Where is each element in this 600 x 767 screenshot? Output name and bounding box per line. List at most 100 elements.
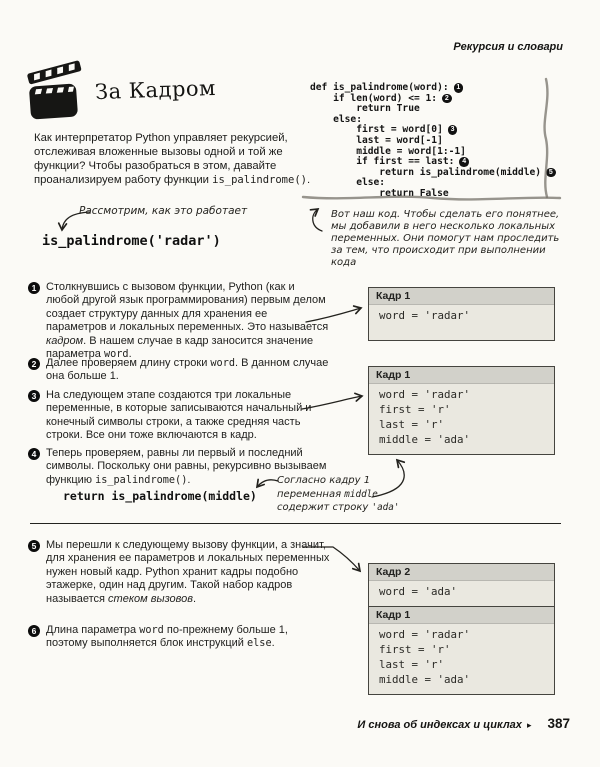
step-number-badge: 3 — [28, 390, 40, 402]
frame-variable: first = 'r' — [379, 403, 451, 416]
text-run: Согласно кадру 1 переменная — [277, 475, 371, 500]
step-item-6: 6 Длина параметра word по-прежнему больш… — [28, 624, 330, 651]
code-line: last = word[-1] — [310, 134, 556, 147]
frame-box-word: Кадр 1 word = 'radar' — [368, 287, 555, 341]
code-text: middle = word[1:-1] — [310, 145, 466, 157]
frame-variable: word = 'radar' — [379, 309, 471, 322]
step-text: Далее проверяем длину строки word. В дан… — [46, 357, 330, 384]
stack-frame-2: Кадр 2 word = 'ada' — [368, 563, 555, 607]
code-line: middle = word[1:-1] — [310, 145, 556, 158]
code-line: return False — [310, 187, 556, 200]
annotation-consider: Рассмотрим, как это работает — [79, 205, 248, 217]
arrow-note-to-code — [309, 208, 323, 232]
text-run: Далее проверяем длину строки — [46, 357, 211, 369]
footer-section-title: И снова об индексах и циклах — [357, 719, 522, 731]
frame-variable: last = 'r' — [379, 657, 445, 671]
step-number-badge: 5 — [28, 540, 40, 552]
text-run: else — [246, 638, 272, 650]
text-run: . — [187, 473, 191, 486]
code-line: return is_palindrome(middle)5 — [310, 167, 556, 179]
code-line: else: — [310, 113, 556, 126]
frame-title: Кадр 1 — [369, 288, 554, 305]
intro-paragraph: Как интерпретатор Python управляет рекур… — [34, 131, 317, 187]
code-line: if len(word) <= 1:2 — [310, 93, 556, 105]
text-run: На следующем этапе создаются три локальн… — [46, 389, 312, 442]
text-run: . В данном случае она больше 1. — [46, 357, 329, 383]
text-run: кадром — [46, 334, 84, 347]
stack-frame-1: Кадр 1 word = 'radar'first = 'r'last = '… — [368, 605, 555, 695]
annotation-frame-note: Согласно кадру 1 переменная middle содер… — [277, 474, 431, 515]
code-line: else: — [310, 178, 556, 189]
chapter-title: Рекурсия и словари — [453, 41, 563, 53]
step-text: Столкнувшись с вызовом функции, Python (… — [46, 281, 330, 361]
frame-variable: word = 'radar' — [379, 627, 471, 641]
code-step-badge: 5 — [546, 167, 556, 178]
code-text: last = word[-1] — [310, 134, 443, 146]
text-run: Столкнувшись с вызовом функции, Python (… — [46, 281, 329, 334]
text-run: Длина параметра — [46, 624, 140, 636]
code-text: first = word[0] — [310, 124, 443, 136]
frame-title: Кадр 2 — [369, 564, 554, 581]
frame-variables: word = 'radar'first = 'r'last = 'r'middl… — [369, 384, 554, 454]
code-text: def is_palindrome(word): — [310, 82, 449, 93]
code-line: def is_palindrome(word): 1 — [310, 82, 556, 94]
text-run: is_palindrome() — [95, 474, 188, 486]
frame-variables: word = 'radar'first = 'r'last = 'r'middl… — [369, 624, 554, 694]
frame-title: Кадр 1 — [369, 606, 554, 624]
text-run: стеком вызовов — [108, 592, 194, 605]
text-run: Мы перешли к следующему вызову функции, … — [46, 539, 330, 605]
function-call-example: is_palindrome('radar') — [42, 233, 221, 249]
code-step-badge: 4 — [459, 157, 469, 167]
frame-variable: word = 'radar' — [379, 388, 471, 401]
text-run: Теперь проверяем, равны ли первый и посл… — [46, 447, 327, 486]
call-stack: Кадр 2 word = 'ada' Кадр 1 word = 'radar… — [368, 563, 555, 695]
code-text: if first == last: — [310, 156, 455, 168]
step-item-2: 2 Далее проверяем длину строки word. В д… — [28, 357, 330, 384]
step-text: Длина параметра word по-прежнему больше … — [46, 624, 330, 651]
code-line: return True — [310, 103, 556, 115]
step-number-badge: 6 — [28, 625, 40, 637]
text-run: по-прежнему больше 1, поэтому выполняетс… — [46, 624, 288, 650]
step-item-3: 3 На следующем этапе создаются три локал… — [28, 389, 330, 443]
frame-box-locals: Кадр 1 word = 'radar' first = 'r' last = '… — [368, 366, 555, 455]
step-text: На следующем этапе создаются три локальн… — [46, 389, 330, 443]
code-text: else: — [310, 113, 362, 125]
text-run: . — [193, 592, 197, 605]
code-block: def is_palindrome(word): 1 if len(word) <… — [310, 82, 556, 200]
code-step-badge: 1 — [453, 83, 464, 93]
return-statement: return is_palindrome(middle) — [63, 489, 257, 503]
text-run: word — [210, 358, 236, 369]
text-run: . — [128, 348, 132, 361]
footer-arrow-icon: ▸ — [526, 720, 532, 730]
step-text: Теперь проверяем, равны ли первый и посл… — [46, 447, 330, 487]
code-line: if first == last: 4 — [310, 156, 556, 168]
section-divider — [30, 523, 561, 524]
code-lines: def is_palindrome(word): 1 if len(word) <… — [310, 82, 556, 200]
step-text: Мы перешли к следующему вызову функции, … — [46, 539, 330, 606]
text-run: . — [306, 174, 311, 186]
text-run: word — [103, 349, 129, 361]
text-run: is_palindrome() — [212, 174, 307, 186]
frame-variable: middle = 'ada' — [379, 672, 471, 686]
frame-title: Кадр 1 — [369, 367, 554, 384]
text-run: содержит строку — [277, 502, 372, 513]
running-header: Рекурсия и словари — [453, 41, 563, 53]
page-number: 387 — [547, 716, 570, 731]
page-footer: И снова об индексах и циклах ▸ 387 — [357, 716, 570, 731]
frame-variable: last = 'r' — [379, 418, 445, 431]
step-item-4: 4 Теперь проверяем, равны ли первый и по… — [28, 447, 330, 487]
text-run: 'ada' — [371, 502, 400, 513]
code-text: else: — [310, 177, 386, 189]
code-text: return False — [310, 187, 449, 199]
code-text: return True — [310, 103, 420, 115]
step-item-5: 5 Мы перешли к следующему вызову функции… — [28, 539, 330, 606]
code-step-badge: 3 — [447, 125, 458, 135]
frame-variables: word = 'radar' — [369, 305, 554, 340]
section-title: За Кадром — [94, 75, 217, 105]
step-number-badge: 4 — [28, 448, 40, 460]
step-item-1: 1 Столкнувшись с вызовом функции, Python… — [28, 281, 330, 361]
text-run: word — [139, 625, 164, 636]
code-step-badge: 2 — [442, 93, 452, 104]
frame-variables: word = 'ada' — [369, 581, 554, 606]
